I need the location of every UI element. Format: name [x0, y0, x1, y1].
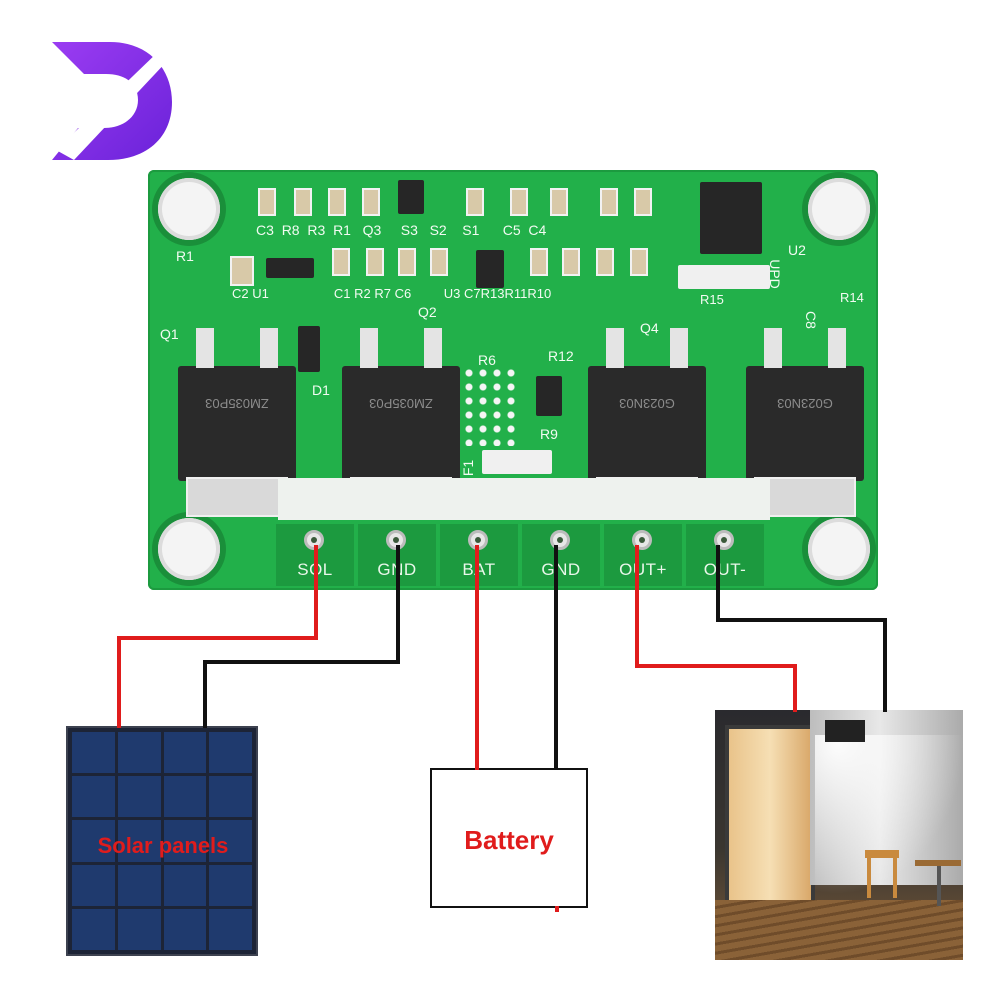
charge-controller-board: C3 R8 R3 R1 Q3 S3 S2 S1 C5 C4 R1 U2 UPD … [148, 170, 878, 590]
silk-r1: R1 [176, 248, 194, 264]
mounting-hole-top-right [808, 178, 870, 240]
terminal-out-positive[interactable]: OUT+ [604, 524, 682, 586]
silk-f1: F1 [460, 459, 477, 477]
mosfet-q2: ZM035P03 [342, 328, 460, 517]
terminal-gnd-solar[interactable]: GND [358, 524, 436, 586]
silk-r14: R14 [840, 290, 864, 305]
battery-label: Battery [464, 825, 554, 855]
wall-lamp-icon [825, 720, 865, 742]
mounting-hole-bottom-right [808, 518, 870, 580]
solar-panel-label: Solar panels [97, 833, 229, 858]
terminal-gnd-battery[interactable]: GND [522, 524, 600, 586]
silk-row3: C2 U1 C1 R2 R7 C6 U3 C7R13R11R10 [232, 286, 552, 301]
diode-d1 [298, 326, 320, 372]
silk-q4: Q4 [640, 320, 659, 336]
fuse-f1 [482, 450, 552, 474]
silk-r9: R9 [540, 426, 558, 442]
mounting-hole-top-left [158, 178, 220, 240]
silk-r12: R12 [548, 348, 574, 364]
controller-ic [700, 182, 762, 254]
silk-u2: U2 [788, 242, 806, 258]
mounting-hole-bottom-left [158, 518, 220, 580]
silk-c8: C8 [802, 311, 819, 329]
battery-box: Battery [430, 768, 588, 908]
resistor-r9 [536, 376, 562, 416]
solar-wall-lamp-photo [715, 710, 963, 960]
silk-r15: R15 [700, 292, 724, 307]
terminal-sol[interactable]: SOL [276, 524, 354, 586]
via-grid [462, 366, 520, 446]
solar-panel [66, 726, 258, 956]
silk-r6: R6 [478, 352, 496, 368]
terminal-bat[interactable]: BAT [440, 524, 518, 586]
terminal-strip [278, 478, 770, 520]
silk-top-row: C3 R8 R3 R1 Q3 S3 S2 S1 C5 C4 [256, 222, 547, 238]
terminal-out-negative[interactable]: OUT- [686, 524, 764, 586]
mosfet-q3: G023N03 [588, 328, 706, 517]
silk-q2: Q2 [418, 304, 437, 320]
silk-d1: D1 [312, 382, 330, 398]
mosfet-q4: G023N03 [746, 328, 864, 517]
mosfet-q1: ZM035P03 [178, 328, 296, 517]
silk-q1: Q1 [160, 326, 179, 342]
